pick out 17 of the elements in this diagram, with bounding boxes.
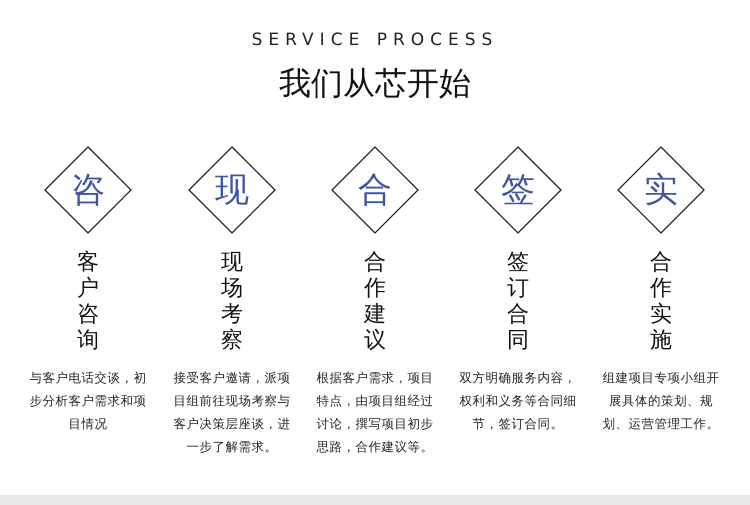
step-description: 组建项目专项小组开展具体的策划、规划、运营管理工作。	[602, 369, 720, 433]
step-heading: 合作实施	[649, 250, 673, 354]
step-heading: 签订合同	[506, 250, 530, 354]
subtitle: SERVICE PROCESS	[250, 30, 500, 50]
step-description: 根据客户需求，项目特点，由项目组经过讨论，撰写项目初步思路，合作建议等。	[316, 369, 434, 456]
step-description: 双方明确服务内容，权利和义务等合同细节，签订合同。	[458, 369, 578, 433]
step-description: 接受客户邀请，派项目组前往现场考察与客户决策层座谈，进一步了解需求。	[172, 369, 292, 456]
diamond-box: 签	[474, 146, 562, 234]
title: 我们从芯开始	[278, 63, 472, 104]
step-description: 与客户电话交谈，初步分析客户需求和项目情况	[28, 369, 148, 433]
diamond-box: 咨	[44, 146, 132, 234]
step-heading: 合作建议	[362, 250, 387, 354]
step-heading: 客户咨询	[76, 250, 100, 354]
diamond-box: 合	[331, 146, 419, 234]
diamond-box: 现	[188, 146, 276, 234]
step-heading: 现场考察	[220, 250, 244, 354]
diamond-box: 实	[617, 146, 705, 234]
